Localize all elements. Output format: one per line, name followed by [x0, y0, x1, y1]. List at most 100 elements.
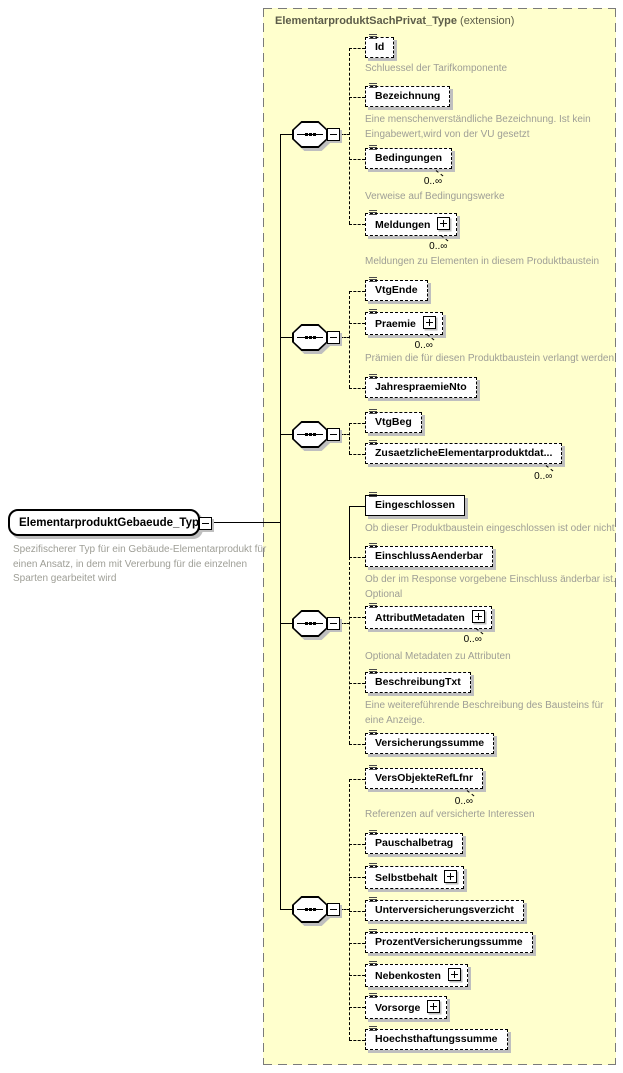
branch-line: [349, 323, 365, 324]
root-type-description: Spezifischerer Typ für ein Gebäude-Eleme…: [13, 544, 267, 584]
branch-line: [349, 844, 365, 845]
sequence-dot: [309, 433, 312, 436]
element-box[interactable]: ProzentVersicherungssumme: [365, 929, 533, 953]
element-box[interactable]: Pauschalbetrag: [365, 830, 464, 854]
element-box[interactable]: Id: [365, 34, 395, 58]
element-name: Id: [375, 41, 385, 53]
element-box[interactable]: Unterversicherungsverzicht: [365, 897, 524, 921]
element-vtgbeg: VtgBeg: [365, 409, 422, 433]
element-name: Bedingungen: [375, 152, 443, 164]
sequence-compositor[interactable]: [292, 896, 341, 926]
element-box[interactable]: AttributMetadaten: [365, 603, 492, 629]
text-content-icon: [369, 765, 377, 772]
branch-line: [340, 909, 350, 910]
element-box[interactable]: Vorsorge: [365, 993, 448, 1019]
text-content-icon: [369, 1026, 377, 1033]
element-box[interactable]: EinschlussAenderbar: [365, 543, 493, 567]
element-unterversicherungsverzicht: Unterversicherungsverzicht: [365, 897, 524, 921]
branch-line: [349, 557, 350, 744]
element-box[interactable]: VersObjekteRefLfnr: [365, 765, 484, 789]
occurs-label: 0..∞: [423, 176, 443, 187]
element-description: Meldungen zu Elementen in diesem Produkt…: [365, 256, 600, 267]
sequence-dot: [309, 133, 312, 136]
element-description: Schluessel der Tarifkomponente: [365, 63, 508, 74]
element-box[interactable]: Hoechsthaftungssumme: [365, 1026, 508, 1050]
element-name: Versicherungssumme: [375, 737, 485, 749]
text-content-icon: [369, 145, 377, 152]
branch-line: [349, 779, 365, 780]
branch-line: [349, 683, 365, 684]
sequence-dot: [305, 133, 308, 136]
element-name: Meldungen: [375, 219, 431, 231]
element-zusaetzliche-elementarproduktdaten: ZusaetzlicheElementarproduktdat... 0..∞: [365, 440, 563, 482]
element-box[interactable]: Meldungen: [365, 210, 458, 236]
extension-title: ElementarproduktSachPrivat_Type (extensi…: [275, 15, 514, 27]
element-hoechsthaftungssumme: Hoechsthaftungssumme: [365, 1026, 508, 1050]
element-name: Vorsorge: [375, 1002, 421, 1014]
branch-line: [349, 744, 365, 745]
branch-line: [349, 291, 350, 388]
expand-icon[interactable]: [444, 870, 458, 883]
element-beschreibungtxt: BeschreibungTxt: [365, 669, 471, 693]
collapse-icon[interactable]: [327, 617, 340, 630]
text-content-icon: [369, 961, 377, 968]
element-selbstbehalt: Selbstbehalt: [365, 863, 465, 889]
element-description: Referenzen auf versicherte Interessen: [365, 809, 535, 820]
element-name: Eingeschlossen: [375, 499, 455, 511]
element-praemie: Praemie 0..∞: [365, 309, 443, 351]
element-name: Praemie: [375, 318, 416, 330]
collapse-icon[interactable]: [327, 331, 340, 344]
sequence-dot: [309, 908, 312, 911]
sequence-dot: [309, 622, 312, 625]
text-content-icon: [369, 34, 377, 41]
sequence-compositor[interactable]: [292, 121, 341, 151]
sequence-compositor[interactable]: [292, 421, 341, 451]
element-box[interactable]: VtgBeg: [365, 409, 422, 433]
element-box[interactable]: Versicherungssumme: [365, 730, 495, 754]
branch-line: [349, 97, 365, 98]
collapse-icon[interactable]: [199, 517, 212, 530]
sequence-compositor[interactable]: [292, 610, 341, 640]
branch-line: [349, 779, 350, 1040]
element-box[interactable]: Praemie: [365, 309, 443, 335]
sequence-dot: [309, 336, 312, 339]
branch-line: [349, 1040, 365, 1041]
sequence-compositor[interactable]: [292, 324, 341, 354]
collapse-icon[interactable]: [327, 903, 340, 916]
element-box[interactable]: Bezeichnung: [365, 83, 451, 107]
expand-icon[interactable]: [427, 1000, 441, 1013]
sequence-dot: [313, 622, 316, 625]
element-box[interactable]: JahrespraemieNto: [365, 374, 477, 398]
element-box[interactable]: Eingeschlossen: [365, 492, 465, 516]
element-name: VtgBeg: [375, 416, 412, 428]
collapse-icon[interactable]: [327, 128, 340, 141]
text-content-icon: [369, 929, 377, 936]
element-vorsorge: Vorsorge: [365, 993, 448, 1019]
root-type-box[interactable]: ElementarproduktGebaeude_Type: [8, 509, 205, 536]
expand-icon[interactable]: [437, 217, 451, 230]
element-box[interactable]: Bedingungen: [365, 145, 453, 169]
element-box[interactable]: Selbstbehalt: [365, 863, 465, 889]
element-box[interactable]: Nebenkosten: [365, 961, 468, 987]
sequence-dot: [313, 433, 316, 436]
sequence-dot: [305, 622, 308, 625]
text-content-icon: [369, 374, 377, 381]
branch-line: [349, 388, 365, 389]
element-meldungen: Meldungen 0..∞: [365, 210, 458, 252]
expand-icon[interactable]: [447, 968, 461, 981]
expand-icon[interactable]: [422, 316, 436, 329]
element-box[interactable]: BeschreibungTxt: [365, 669, 471, 693]
sequence-dot: [305, 336, 308, 339]
element-eingeschlossen: Eingeschlossen: [365, 492, 465, 516]
element-box[interactable]: ZusaetzlicheElementarproduktdat...: [365, 440, 563, 464]
element-box[interactable]: VtgEnde: [365, 277, 428, 301]
element-id: Id: [365, 34, 395, 58]
text-content-icon: [369, 863, 377, 870]
extension-type-name: ElementarproduktSachPrivat_Type: [275, 15, 457, 27]
sequence-dot: [305, 908, 308, 911]
element-name: Selbstbehalt: [375, 872, 438, 884]
expand-icon[interactable]: [471, 610, 485, 623]
branch-line: [349, 291, 365, 292]
element-name: EinschlussAenderbar: [375, 550, 483, 562]
collapse-icon[interactable]: [327, 428, 340, 441]
